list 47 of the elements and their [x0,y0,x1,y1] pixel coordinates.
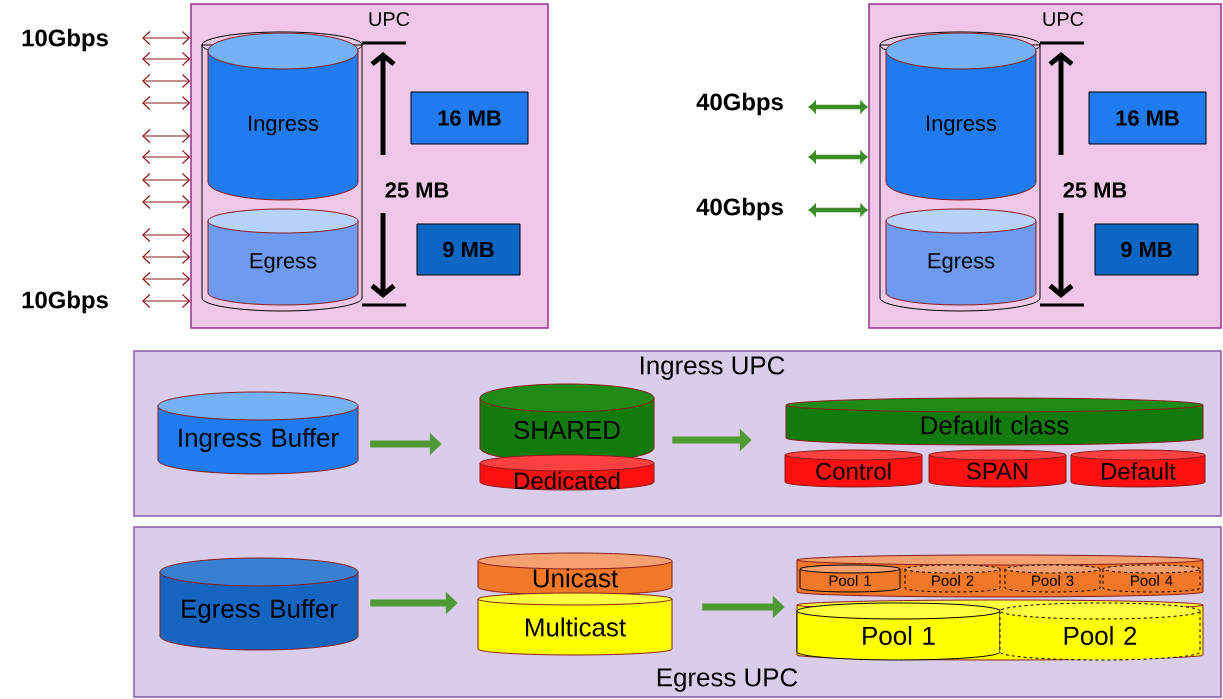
shared-cylinder: SHARED [479,383,655,463]
speed-label: 40Gbps [696,197,783,221]
unicast-cylinder: Unicast [477,552,673,596]
arrow [142,194,191,210]
arrow [142,249,191,265]
buffer-cylinder: Egress [207,208,359,306]
size-box: 16 MB [1088,91,1207,145]
buffer-cylinder: Ingress [207,32,359,201]
buffer-cylinder: Ingress Buffer [157,391,359,475]
pool-cylinder: Pool 3 [1004,564,1101,593]
dedicated-cylinder: Dedicated [479,454,655,491]
pool-cylinder: Pool 2 [904,564,1001,593]
pool-cylinder: Pool 1 [799,564,901,593]
speed-label: 10Gbps [22,28,108,52]
speed-label: 10Gbps [22,290,108,314]
arrow [142,149,191,165]
speed-label: 40Gbps [696,92,783,116]
dimension-label: 25 MB [1063,182,1127,198]
arrow [142,172,191,188]
arrow [808,150,868,164]
arrow [142,73,191,89]
arrow [142,293,191,309]
class-cylinder: Default class [785,397,1204,446]
size-box: 9 MB [1094,223,1199,276]
buffer-cylinder: Ingress [885,32,1037,201]
size-box: 16 MB [410,91,529,145]
arrow [808,100,868,114]
multicast-cylinder: Multicast [477,592,673,656]
arrow [142,51,191,67]
arrow [142,128,191,144]
pool-cylinder: Pool 2 [999,602,1201,661]
size-box: 9 MB [416,223,521,276]
arrow [142,227,191,243]
arrow [142,95,191,111]
arrow [142,271,191,287]
class-cylinder: Default [1070,449,1206,488]
dimension-label: UPC [1043,11,1084,27]
class-cylinder: SPAN [928,449,1067,488]
dimension-label: 25 MB [385,182,449,198]
buffer-cylinder: Egress Buffer [159,557,359,651]
dimension-label: UPC [369,11,410,27]
arrow [808,203,868,217]
pool-cylinder: Pool 4 [1102,564,1201,593]
arrow [142,30,191,46]
buffer-cylinder: Egress [885,208,1037,306]
class-cylinder: Control [784,449,923,488]
pool-cylinder: Pool 1 [796,602,1001,661]
